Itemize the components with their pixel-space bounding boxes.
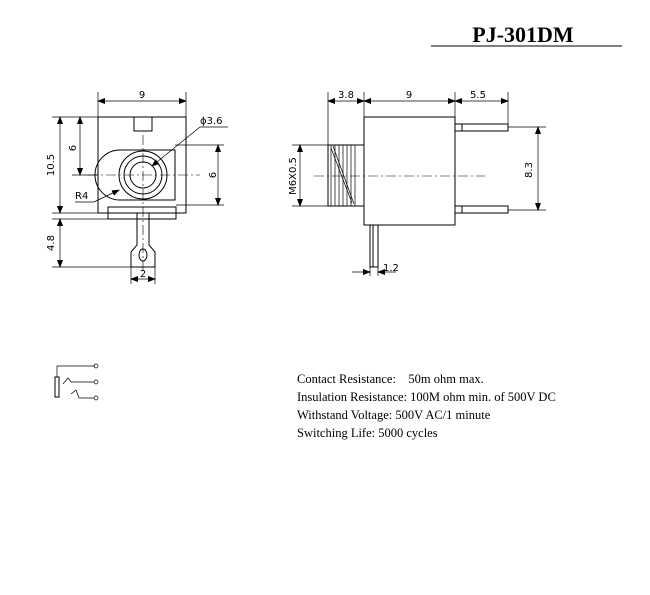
dim-body-length-label: 9 bbox=[406, 90, 412, 101]
dim-tab-length-label: 4.8 bbox=[46, 235, 57, 251]
dim-pin-spacing-label: 8.3 bbox=[524, 162, 535, 178]
side-view: 3.8 9 5.5 M6X0.5 8.3 1.2 bbox=[288, 90, 546, 276]
dim-height-label: 10.5 bbox=[46, 154, 57, 176]
part-number-title: PJ-301DM bbox=[472, 22, 574, 47]
bushing-outline bbox=[94, 149, 176, 201]
title-block: PJ-301DM bbox=[431, 22, 622, 47]
dim-pin-thickness-label: 1.2 bbox=[383, 263, 399, 274]
dim-thread-length-label: 3.8 bbox=[338, 90, 354, 101]
pin-top bbox=[454, 123, 509, 132]
dim-thread-spec-label: M6X0.5 bbox=[288, 157, 299, 195]
schematic-terminal-3 bbox=[93, 395, 99, 401]
side-terminal bbox=[369, 224, 379, 268]
radius-leader bbox=[93, 189, 120, 203]
schematic-sleeve bbox=[54, 376, 60, 398]
side-body-outline bbox=[363, 116, 456, 226]
thread-lines bbox=[330, 145, 356, 206]
schematic-terminal-2 bbox=[93, 379, 99, 385]
front-view: 9 10.5 6 6 ϕ3.6 R4 4.8 2 bbox=[46, 90, 228, 284]
hole-leader bbox=[151, 126, 201, 167]
schematic-switch-contact bbox=[70, 389, 94, 399]
dim-right-label: 6 bbox=[208, 172, 219, 178]
spec-switching-life: Switching Life: 5000 cycles bbox=[297, 426, 438, 440]
top-slot bbox=[133, 116, 153, 132]
dim-upper-label: 6 bbox=[68, 145, 79, 151]
front-base-strip bbox=[107, 206, 177, 220]
hole-diameter-label: ϕ3.6 bbox=[200, 116, 223, 127]
specifications: Contact Resistance: 50m ohm max. Insulat… bbox=[297, 372, 556, 440]
radius-label: R4 bbox=[75, 191, 88, 202]
spec-contact-resistance: Contact Resistance: 50m ohm max. bbox=[297, 372, 484, 386]
schematic-terminal-1 bbox=[93, 363, 99, 369]
schematic-sleeve-lead bbox=[56, 365, 95, 377]
spec-withstand-voltage: Withstand Voltage: 500V AC/1 minute bbox=[297, 408, 491, 422]
dim-width-label: 9 bbox=[139, 90, 145, 101]
dim-tab-width-label: 2 bbox=[140, 269, 146, 280]
schematic-tip-contact bbox=[62, 377, 94, 385]
pin-bottom bbox=[454, 205, 509, 214]
dim-pin-length-label: 5.5 bbox=[470, 90, 486, 101]
jack-schematic-symbol bbox=[54, 363, 99, 401]
spec-insulation-resistance: Insulation Resistance: 100M ohm min. of … bbox=[297, 390, 556, 404]
